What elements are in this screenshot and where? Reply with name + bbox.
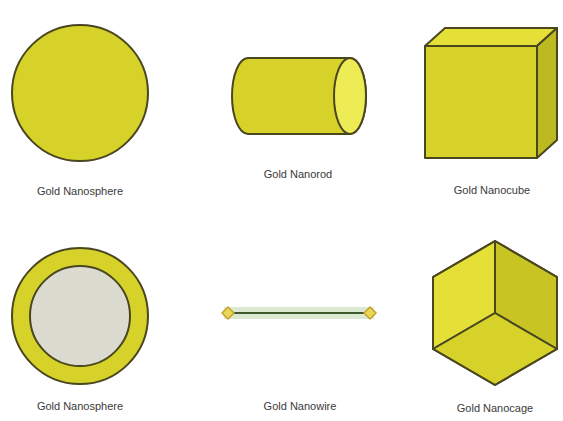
shape-label: Gold Nanowire — [222, 400, 378, 412]
wire-shape — [222, 307, 376, 319]
sphere-shape — [12, 25, 148, 161]
shape-label: Gold Nanocage — [431, 402, 559, 414]
rod-shape — [232, 58, 366, 134]
cube-shape — [425, 28, 557, 158]
rod-node: Gold Nanorod — [228, 55, 368, 187]
cube-node: Gold Nanocube — [425, 26, 559, 202]
core-shell-shape — [12, 248, 148, 384]
shape-label: Gold Nanosphere — [10, 185, 150, 197]
cage-node: Gold Nanocage — [431, 239, 559, 418]
sphere-node: Gold Nanosphere — [10, 22, 150, 202]
shape-label: Gold Nanosphere — [10, 400, 150, 412]
core-shell-node: Gold Nanosphere — [10, 246, 150, 418]
wire-node: Gold Nanowire — [222, 300, 378, 418]
cage-shape — [433, 241, 557, 385]
shape-label: Gold Nanorod — [228, 168, 368, 180]
shape-label: Gold Nanocube — [425, 184, 559, 196]
